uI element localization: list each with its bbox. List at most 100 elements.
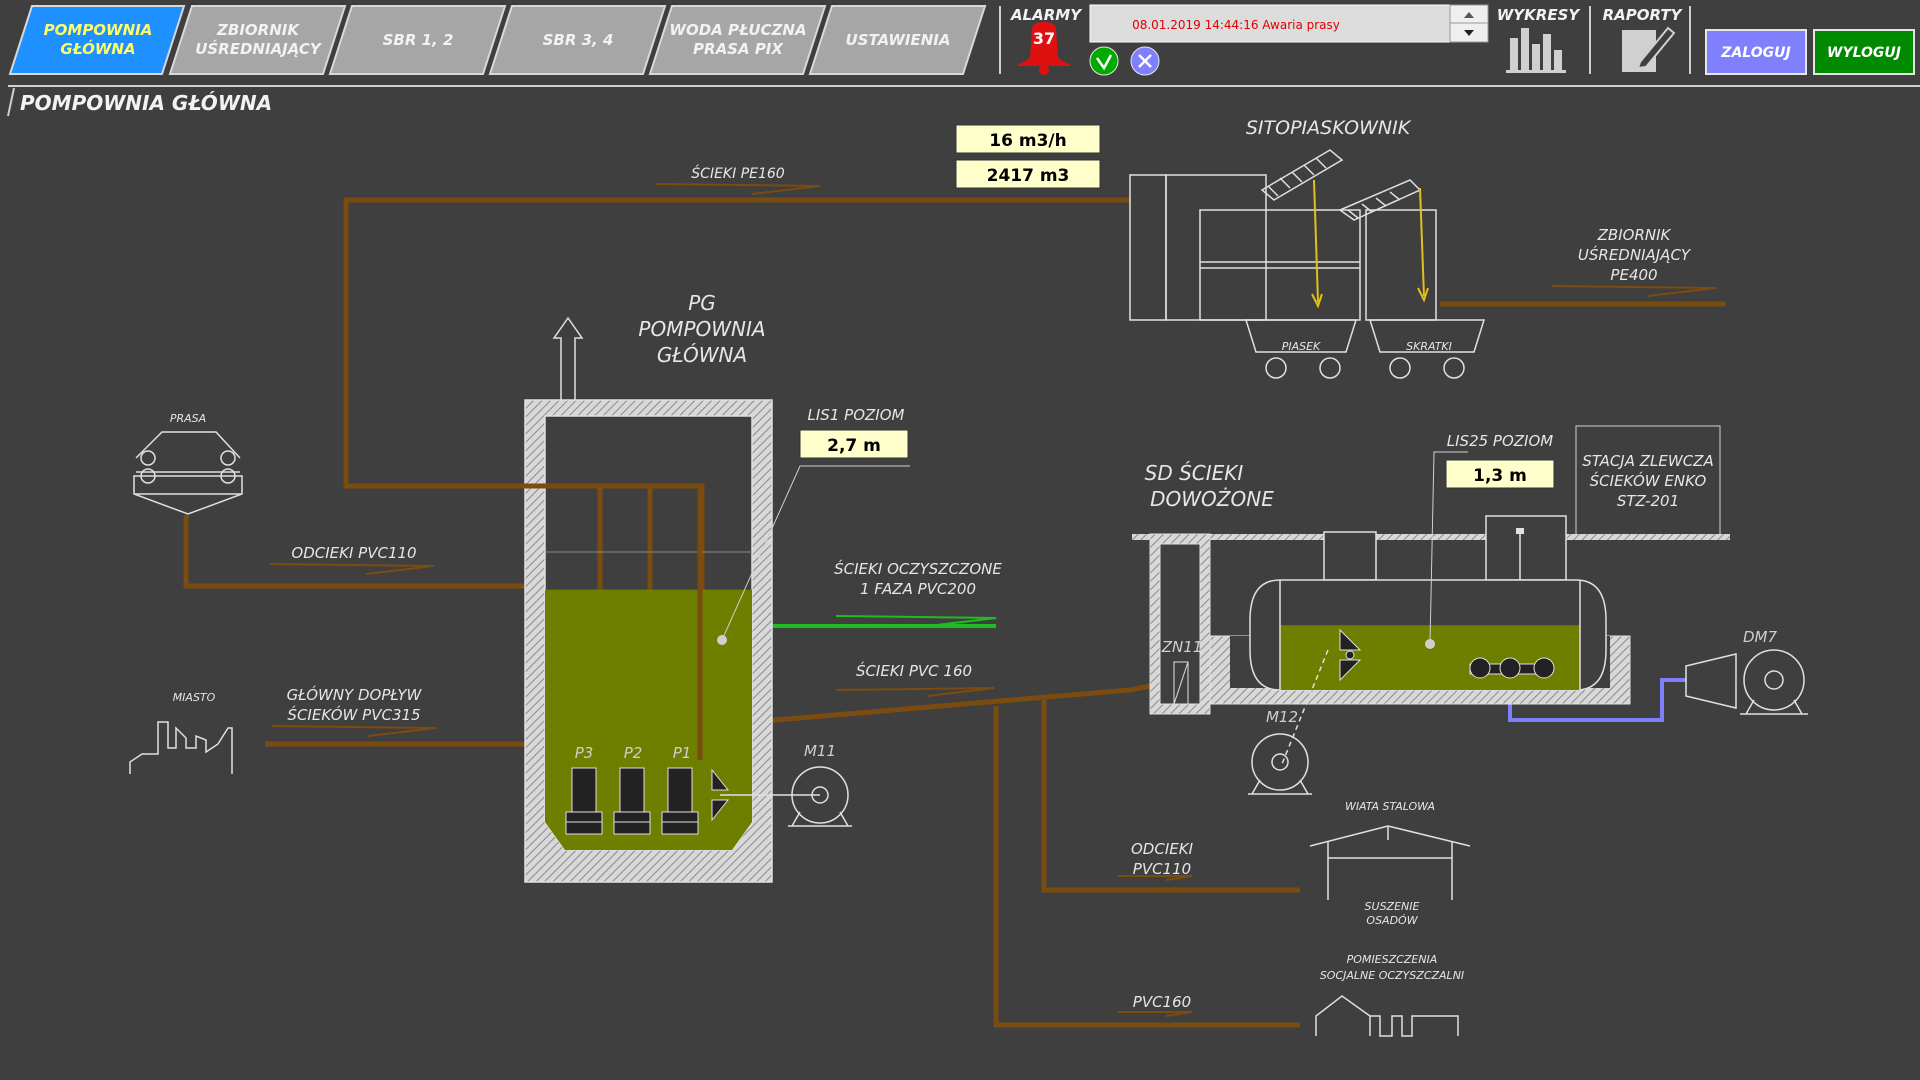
label-oczyszczone-1: ŚCIEKI OCZYSZCZONE — [834, 559, 1002, 578]
lis25-value: 1,3 m — [1473, 466, 1527, 486]
check-circle-icon[interactable] — [1089, 46, 1119, 76]
label-sd-2: DOWOŻONE — [1150, 487, 1274, 511]
logout-label: WYLOGUJ — [1827, 45, 1901, 61]
scroll-down-icon[interactable] — [1464, 30, 1474, 36]
motor-m11-icon — [788, 766, 852, 827]
pipe-pvc160-down — [993, 706, 1300, 1028]
tab-sbr-3-4[interactable]: SBR 3, 4 — [488, 5, 667, 75]
label-pg-2: POMPOWNIA — [638, 317, 765, 341]
pipe-odcieki-down — [1041, 700, 1300, 893]
charts-button[interactable]: WYKRESY — [1497, 6, 1582, 73]
label-zbiornik-2: UŚREDNIAJĄCY — [1578, 245, 1692, 264]
label-sitopiaskownik: SITOPIASKOWNIK — [1246, 117, 1412, 139]
label-sd-1: SD ŚCIEKI — [1145, 461, 1244, 485]
label-lis1: LIS1 POZIOM — [808, 406, 905, 424]
bell-icon[interactable]: 37 — [1016, 22, 1072, 75]
blower-dm7-icon — [1685, 649, 1808, 715]
label-zbiornik-3: PE400 — [1610, 266, 1657, 284]
alarm-count: 37 — [1033, 29, 1055, 48]
label-scieki-pvc160: ŚCIEKI PVC 160 — [856, 661, 972, 680]
flow-box — [955, 124, 1101, 154]
title-mark — [7, 87, 15, 117]
ground-line — [1132, 534, 1730, 540]
label-miasto: MIASTO — [173, 691, 216, 704]
label-suszenie-1: SUSZENIE — [1365, 900, 1420, 913]
lis1-box — [799, 429, 909, 459]
alarm-message-box[interactable] — [1089, 4, 1451, 43]
alarms-panel: ALARMY 37 08.01.2019 14:44:16 Awaria pra… — [1010, 4, 1489, 76]
flow-arrows — [269, 183, 1717, 1017]
tab-label-1: WODA PŁUCZNA — [669, 21, 806, 39]
tab-label-1: ZBIORNIK — [216, 21, 300, 39]
m12-shaft — [1281, 649, 1329, 765]
motor-m12-icon — [1248, 733, 1312, 795]
lis25-sensor-dot — [1425, 639, 1435, 649]
label-p1: P1 — [673, 744, 692, 762]
tab-label-2: PRASA PIX — [693, 40, 784, 58]
shed-icon — [1309, 825, 1471, 900]
label-zn11: ZN11 — [1161, 638, 1203, 656]
total-box — [955, 159, 1101, 189]
pumps: P3 P2 P1 — [565, 744, 699, 835]
reports-label: RAPORTY — [1603, 6, 1684, 24]
tab-woda-pluczna[interactable]: WODA PŁUCZNA PRASA PIX — [648, 5, 827, 75]
pipe-prasa-odcieki — [183, 515, 543, 589]
label-m12: M12 — [1266, 708, 1298, 726]
report-edit-icon — [1622, 26, 1676, 72]
label-dm7: DM7 — [1743, 628, 1777, 646]
label-wiata: WIATA STALOWA — [1345, 800, 1435, 813]
building-icon — [1315, 995, 1459, 1037]
flow-value: 16 m3/h — [989, 131, 1066, 151]
flow-meter: 16 m3/h 2417 m3 — [955, 124, 1101, 189]
lis1-value: 2,7 m — [827, 436, 881, 456]
tab-label-2: GŁÓWNA — [60, 39, 135, 58]
label-piasek: PIASEK — [1282, 340, 1321, 353]
pipe-pe160 — [343, 197, 1241, 740]
label-pg-1: PG — [688, 291, 716, 315]
lis25-box — [1445, 459, 1555, 489]
sitopiaskownik-unit — [1129, 149, 1486, 379]
charts-label: WYKRESY — [1497, 6, 1582, 24]
label-stacja-2: ŚCIEKÓW ENKO — [1590, 471, 1707, 490]
label-doplyw-2: ŚCIEKÓW PVC315 — [287, 705, 420, 724]
pump-p2 — [613, 767, 651, 835]
label-p2: P2 — [624, 744, 643, 762]
pump-p3 — [565, 767, 603, 835]
tab-ustawienia[interactable]: USTAWIENIA — [808, 5, 987, 75]
tab-sbr-1-2[interactable]: SBR 1, 2 — [328, 5, 507, 75]
label-pg-3: GŁÓWNA — [657, 343, 747, 367]
lis1-leader — [721, 465, 910, 641]
label-lis25: LIS25 POZIOM — [1447, 432, 1554, 450]
sitopiaskownik-chutes — [1311, 179, 1429, 309]
logout-button[interactable]: WYLOGUJ — [1813, 29, 1915, 75]
zn11-well — [1149, 533, 1211, 715]
pg-tank — [524, 399, 773, 883]
tab-label-2: UŚREDNIAJĄCY — [195, 39, 323, 58]
sd-diffusers — [1469, 657, 1555, 679]
label-skratki: SKRATKI — [1406, 340, 1452, 353]
login-button[interactable]: ZALOGUJ — [1705, 29, 1807, 75]
tab-label: USTAWIENIA — [846, 31, 951, 49]
x-circle-icon[interactable] — [1130, 46, 1160, 76]
label-m11: M11 — [804, 742, 836, 760]
sd-mixer — [1339, 628, 1362, 682]
prasa-icon — [133, 431, 243, 515]
page-title: POMPOWNIA GŁÓWNA — [20, 91, 272, 115]
lis25-leader — [1429, 451, 1468, 645]
tab-label: SBR 3, 4 — [543, 31, 614, 49]
label-stacja-1: STACJA ZLEWCZA — [1582, 452, 1713, 470]
tab-pompownia-glowna[interactable]: POMPOWNIA GŁÓWNA — [8, 5, 186, 75]
reports-button[interactable]: RAPORTY — [1603, 6, 1684, 72]
label-pipe-pe160: ŚCIEKI PE160 — [691, 164, 784, 182]
label-pvc160: PVC160 — [1133, 993, 1191, 1011]
label-doplyw-1: GŁÓWNY DOPŁYW — [287, 685, 423, 704]
alarms-label: ALARMY — [1010, 6, 1083, 24]
pipe-air-dm7 — [1508, 678, 1686, 722]
sd-tank — [1209, 515, 1631, 705]
scroll-up-icon[interactable] — [1464, 12, 1474, 18]
tab-label-1: POMPOWNIA — [44, 21, 153, 39]
tab-zbiornik-usredniajacy[interactable]: ZBIORNIK UŚREDNIAJĄCY — [168, 5, 347, 75]
alarm-message: 08.01.2019 14:44:16 Awaria prasy — [1132, 18, 1340, 32]
label-odcieki-pvc110: ODCIEKI PVC110 — [291, 544, 416, 562]
